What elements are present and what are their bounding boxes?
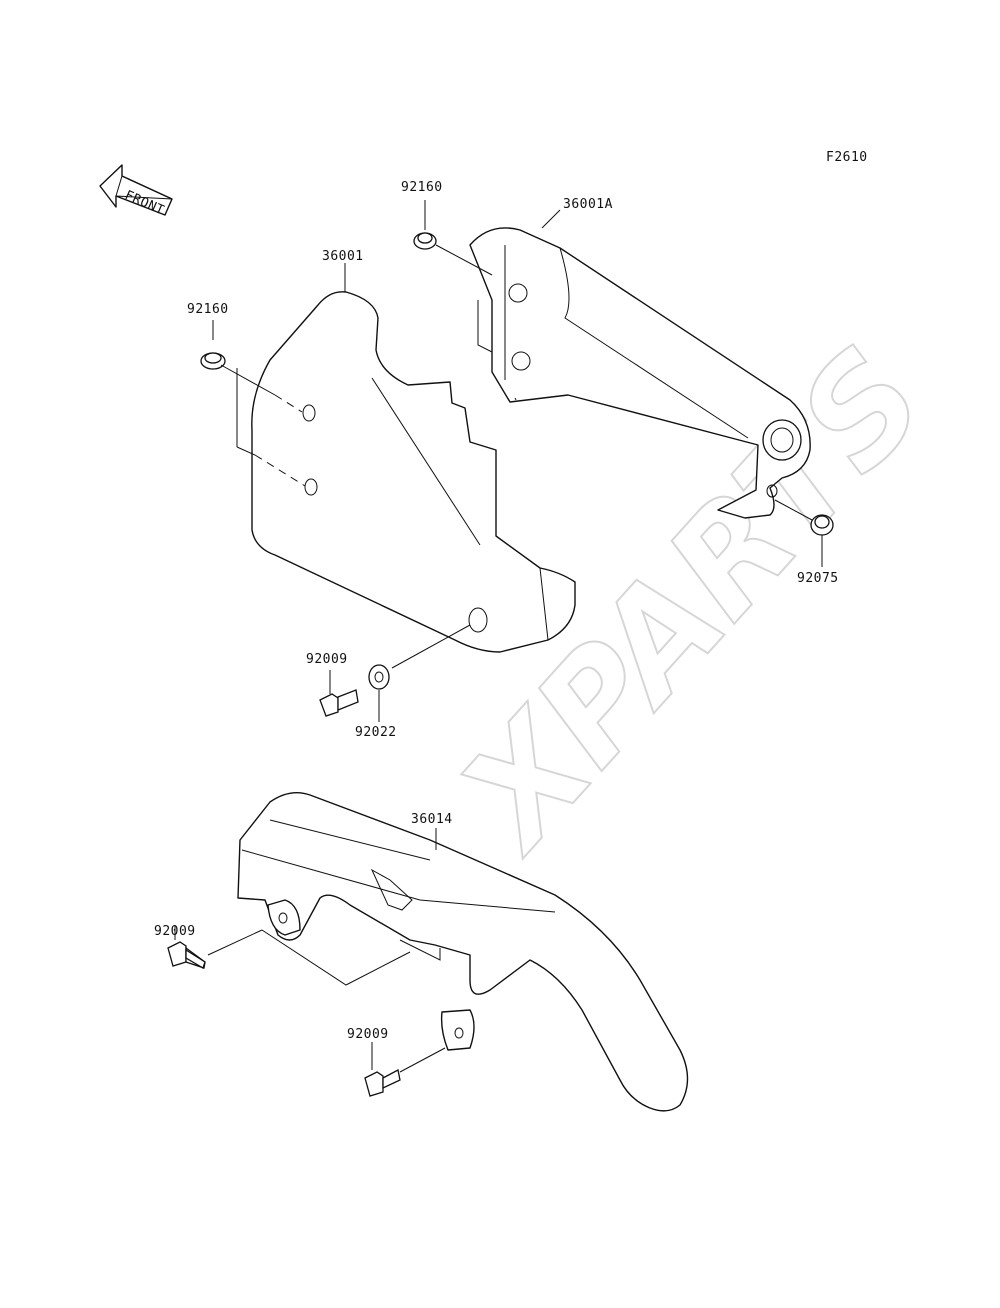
leader-lines bbox=[174, 200, 823, 1073]
side-cover-right-36001A bbox=[469, 227, 811, 519]
callout-92022: 92022 bbox=[355, 725, 397, 740]
collar-92075 bbox=[810, 514, 834, 536]
chain-guard-36014 bbox=[237, 792, 689, 1112]
washer-92022 bbox=[368, 664, 390, 690]
front-arrow-icon: FRONT bbox=[99, 164, 173, 219]
bolt-92009-left bbox=[167, 941, 206, 969]
bolt-92009-bottom bbox=[364, 1069, 401, 1097]
callout-36001A: 36001A bbox=[563, 197, 613, 212]
grommet-92160-top bbox=[413, 232, 437, 250]
figure-code: F2610 bbox=[826, 150, 868, 165]
callout-92009-left: 92009 bbox=[154, 924, 196, 939]
grommet-92160-left bbox=[200, 352, 226, 370]
side-cover-left-36001 bbox=[251, 291, 576, 653]
callout-92075: 92075 bbox=[797, 571, 839, 586]
callout-92160-left: 92160 bbox=[187, 302, 229, 317]
callout-92009-bottom: 92009 bbox=[347, 1027, 389, 1042]
callout-92160-top: 92160 bbox=[401, 180, 443, 195]
callout-36014: 36014 bbox=[411, 812, 453, 827]
bolt-92009-mid bbox=[319, 689, 359, 717]
callout-92009-mid: 92009 bbox=[306, 652, 348, 667]
callout-36001: 36001 bbox=[322, 249, 364, 264]
